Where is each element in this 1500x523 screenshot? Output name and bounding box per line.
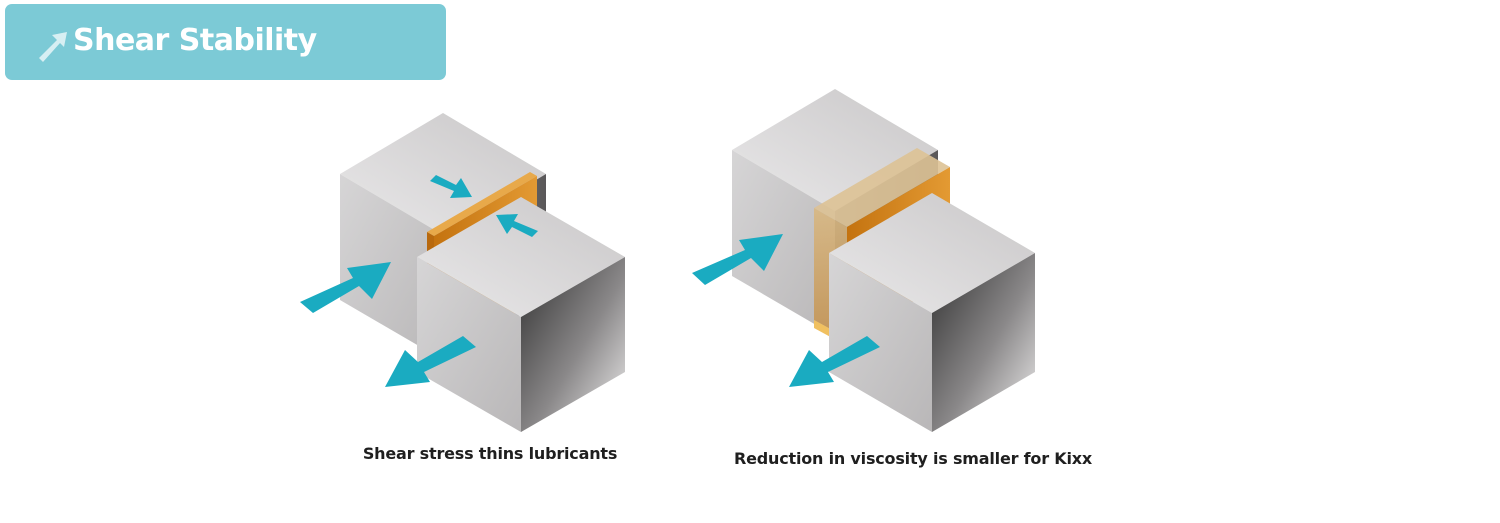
caption-shear-stress: Shear stress thins lubricants <box>362 444 618 463</box>
left-compress-arrow-down-icon <box>430 175 472 198</box>
left-pull-arrow-icon <box>385 336 476 387</box>
right-pull-arrow-icon <box>789 336 880 387</box>
page-title: Shear Stability <box>73 23 317 58</box>
right-diagram <box>692 89 1035 432</box>
left-push-arrow-icon <box>300 262 391 313</box>
left-diagram <box>300 113 625 432</box>
right-front-cube <box>829 193 1035 432</box>
caption-kixx-viscosity: Reduction in viscosity is smaller for Ki… <box>734 449 1092 468</box>
left-compress-arrow-up-icon <box>496 214 538 237</box>
right-push-arrow-icon <box>692 234 783 285</box>
section-header: Shear Stability <box>5 4 446 80</box>
arrow-up-right-icon <box>39 32 67 62</box>
